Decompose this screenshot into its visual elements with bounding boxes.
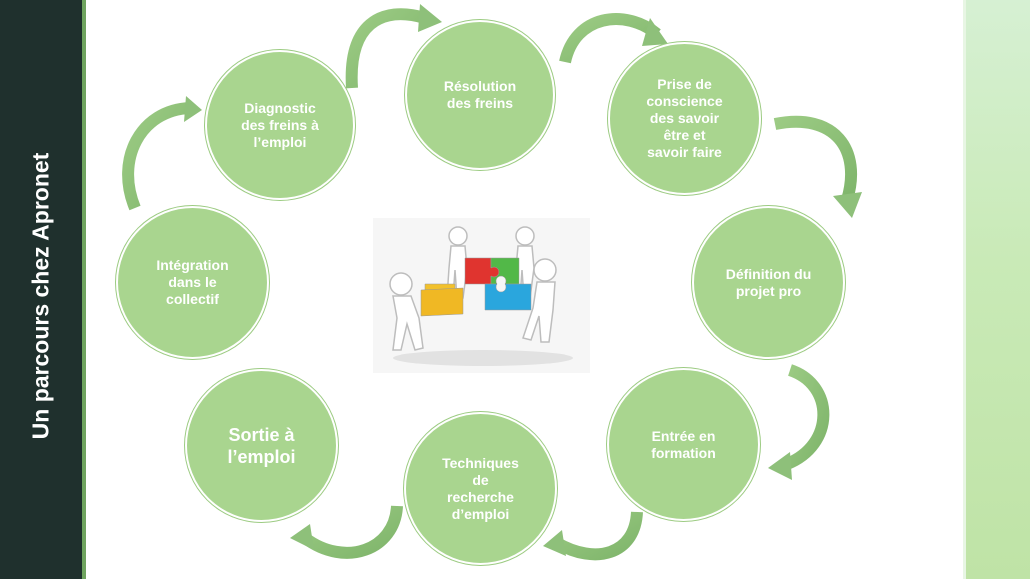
arrowhead-3 — [833, 192, 862, 218]
right-decor-band — [963, 0, 1030, 579]
arrow-definition-to-entree — [784, 364, 830, 470]
arrow-prise-to-definition — [773, 115, 857, 202]
arrow-diagnostic-to-resolution — [345, 8, 427, 89]
node-label: Entrée en formation — [651, 427, 716, 461]
node-label: Intégration dans le collectif — [156, 257, 229, 307]
left-sidebar — [0, 0, 82, 579]
node-label: Résolution des freins — [443, 78, 517, 111]
arrowhead-1 — [418, 4, 442, 32]
node-label: Diagnostic des freins à l’emploi — [241, 99, 319, 150]
arrowhead-6 — [290, 524, 314, 550]
arrowhead-4 — [768, 452, 792, 480]
puzzle-teamwork-illustration — [373, 218, 590, 373]
node-label: Définition du projet pro — [725, 265, 812, 299]
arrow-techniques-to-sortie — [301, 505, 403, 559]
node-techniques: Techniques de recherche d’emploi — [404, 412, 557, 565]
node-prise-conscience: Prise de conscience des savoir être et s… — [608, 42, 761, 195]
node-label: Sortie à l’emploi — [227, 424, 296, 467]
arrow-resolution-to-prise — [559, 13, 661, 64]
arrowhead-5 — [543, 530, 566, 556]
arrow-integration-to-diagnostic — [122, 102, 191, 211]
arrow-entree-to-techniques — [553, 511, 643, 561]
node-entree: Entrée en formation — [607, 368, 760, 521]
node-diagnostic: Diagnostic des freins à l’emploi — [205, 50, 355, 200]
node-definition: Définition du projet pro — [692, 206, 845, 359]
right-band-edge — [963, 0, 966, 579]
sidebar-accent-line — [82, 0, 86, 579]
arrowhead-7 — [184, 96, 202, 122]
node-label: Techniques de recherche d’emploi — [442, 454, 519, 522]
node-label: Prise de conscience des savoir être et s… — [646, 76, 723, 160]
node-integration: Intégration dans le collectif — [116, 206, 269, 359]
arrowhead-2 — [642, 18, 668, 46]
node-resolution: Résolution des freins — [405, 20, 555, 170]
node-sortie: Sortie à l’emploi — [185, 369, 338, 522]
